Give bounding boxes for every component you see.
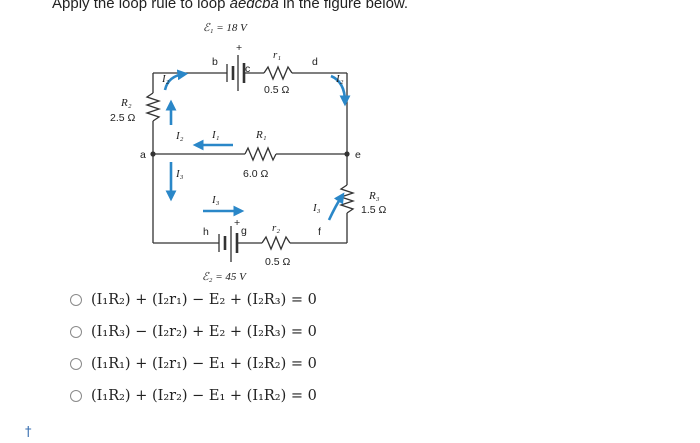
- label-e1-plus: +: [236, 42, 242, 54]
- label-i2-left: I₂: [175, 130, 184, 142]
- arrow-i2-topright: [330, 74, 351, 107]
- label-i2-topleft: I₂: [161, 73, 170, 85]
- option-3[interactable]: (I₁R₁) + (I₂r₁) − E₁ + (I₂R₂) = 0: [70, 353, 317, 375]
- battery-e2: [218, 226, 239, 262]
- label-r3-value: 1.5 Ω: [361, 204, 387, 216]
- node-d: d: [312, 56, 318, 68]
- radio-icon[interactable]: [70, 358, 82, 370]
- label-i2-topright: I₂: [335, 73, 344, 85]
- node-a-dot: [150, 151, 156, 157]
- arrow-i3-right: [327, 192, 345, 221]
- option-1-text: (I₁R₂) + (I₂r₁) − E₂ + (I₂R₃) = 0: [91, 292, 317, 308]
- node-e-dot: [344, 151, 350, 157]
- battery-e1: [226, 55, 246, 91]
- label-r1-name: r₁: [273, 49, 281, 61]
- option-2[interactable]: (I₁R₃) − (I₂r₂) + E₂ + (I₂R₃) = 0: [70, 321, 317, 343]
- option-4-text: (I₁R₂) + (I₂r₂) − E₁ + (I₁R₂) = 0: [91, 388, 317, 404]
- label-r2small-name: r₂: [272, 222, 280, 234]
- left-wire: [144, 73, 162, 243]
- bottom-wire: [153, 235, 347, 251]
- radio-icon[interactable]: [70, 294, 82, 306]
- node-b: b: [212, 56, 218, 68]
- top-wire: [153, 65, 347, 81]
- label-r1-middle-name: R₁: [255, 129, 267, 141]
- label-e2: ℰ₂ = 45 V: [202, 271, 247, 283]
- right-wire: [338, 73, 356, 243]
- option-2-text: (I₁R₃) − (I₂r₂) + E₂ + (I₂R₃) = 0: [91, 324, 317, 340]
- label-r2small-value: 0.5 Ω: [265, 256, 291, 268]
- label-r1-middle-value: 6.0 Ω: [243, 168, 269, 180]
- middle-wire: [153, 146, 347, 162]
- question-text: Apply the loop rule to loop aedcba in th…: [52, 0, 408, 12]
- arrow-i2-topleft: [163, 69, 189, 91]
- option-1[interactable]: (I₁R₂) + (I₂r₁) − E₂ + (I₂R₃) = 0: [70, 289, 317, 311]
- radio-icon[interactable]: [70, 390, 82, 402]
- node-a: a: [140, 149, 146, 161]
- node-c: c: [245, 63, 250, 75]
- option-4[interactable]: (I₁R₂) + (I₂r₂) − E₁ + (I₁R₂) = 0: [70, 385, 317, 407]
- label-i3-left: I₃: [175, 168, 184, 180]
- question-suffix: in the figure below.: [278, 0, 409, 12]
- radio-icon[interactable]: [70, 326, 82, 338]
- node-h: h: [203, 226, 209, 238]
- question-prefix: Apply the loop rule to loop: [52, 0, 230, 12]
- dagger-icon: †: [25, 425, 32, 440]
- label-e2-plus: +: [234, 217, 240, 229]
- label-r1-value: 0.5 Ω: [264, 84, 290, 96]
- node-f: f: [318, 226, 321, 238]
- label-r3-name: R₃: [368, 190, 380, 202]
- circuit-diagram: ℰ₁ = 18 V + b c r₁ d 0.5 Ω I₂ I₂ R₂ 2.5 …: [110, 22, 387, 283]
- label-i3-right: I₃: [312, 202, 321, 214]
- label-i1: I₁: [211, 129, 220, 141]
- current-arrows: [163, 69, 351, 221]
- question-loop: aedcba: [229, 0, 279, 12]
- label-r2-name: R₂: [120, 97, 132, 109]
- option-3-text: (I₁R₁) + (I₂r₁) − E₁ + (I₂R₂) = 0: [91, 356, 317, 372]
- label-e1: ℰ₁ = 18 V: [203, 22, 248, 34]
- label-r2-value: 2.5 Ω: [110, 112, 136, 124]
- label-i3-bottom: I₃: [211, 194, 220, 206]
- node-g: g: [241, 225, 247, 237]
- node-e: e: [355, 149, 361, 161]
